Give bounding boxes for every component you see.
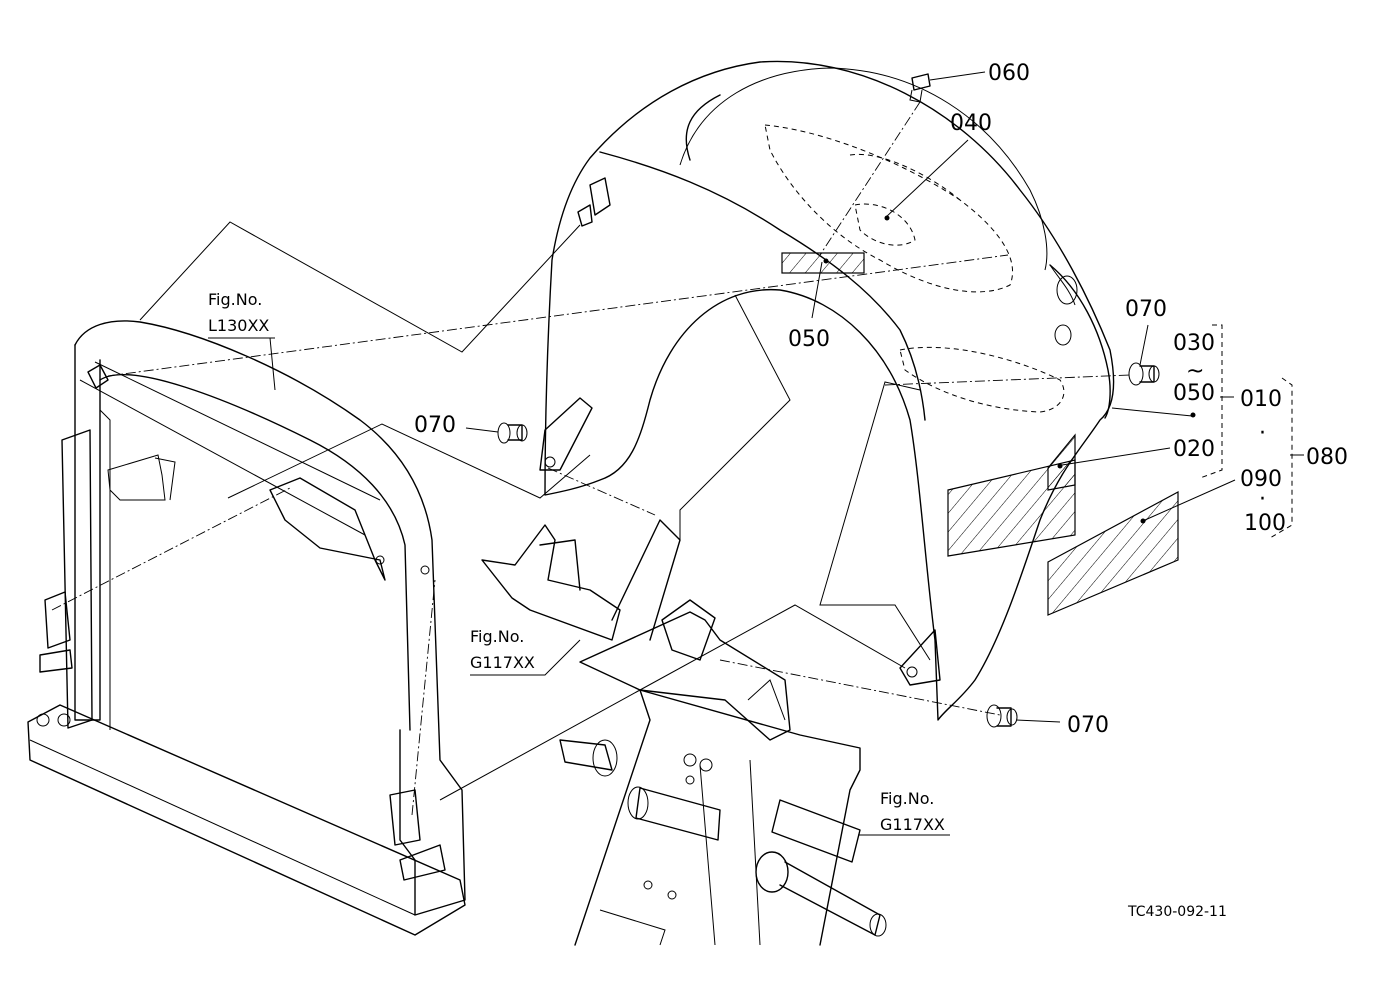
bolt-070-top-icon (1128, 362, 1160, 386)
part-number-090: 090 (1240, 467, 1282, 492)
figure-ref-3-code: G117XX (880, 815, 945, 834)
bolt-070-bottom-icon (986, 704, 1018, 728)
part-number-060: 060 (988, 61, 1030, 86)
chassis-part (559, 689, 887, 946)
part-number-050-right: 050 (1173, 381, 1215, 406)
rops-frame-part (27, 320, 466, 936)
decal-020 (947, 459, 1076, 557)
bolt-070-left-icon (497, 422, 528, 444)
part-number-050-center: 050 (788, 327, 830, 352)
part-number-030: 030 (1173, 331, 1215, 356)
decal-090 (1047, 490, 1179, 616)
figure-ref-2-code: G117XX (470, 653, 535, 672)
center-bracket-part (481, 519, 791, 741)
part-number-070-top: 070 (1125, 297, 1167, 322)
dot-separator-b: · (1259, 487, 1266, 512)
part-number-010: 010 (1240, 387, 1282, 412)
figure-ref-1-code: L130XX (208, 316, 269, 335)
figure-ref-3-title: Fig.No. (880, 789, 934, 808)
reference-lines (51, 101, 1131, 816)
part-number-070-left: 070 (414, 413, 456, 438)
part-number-tilde: ~ (1186, 359, 1204, 384)
group-brackets (1199, 324, 1293, 539)
bolt-060-icon (909, 73, 931, 103)
leader-lines (208, 71, 1304, 836)
part-number-100: 100 (1244, 511, 1286, 536)
part-number-070-bottom: 070 (1067, 713, 1109, 738)
dot-separator-a: · (1259, 421, 1266, 446)
part-number-020: 020 (1173, 437, 1215, 462)
part-number-040: 040 (950, 111, 992, 136)
figure-ref-1-title: Fig.No. (208, 290, 262, 309)
figure-ref-2-title: Fig.No. (470, 627, 524, 646)
part-number-080: 080 (1306, 445, 1348, 470)
fender-part (539, 60, 1115, 721)
drawing-code: TC430-092-11 (1127, 904, 1227, 920)
